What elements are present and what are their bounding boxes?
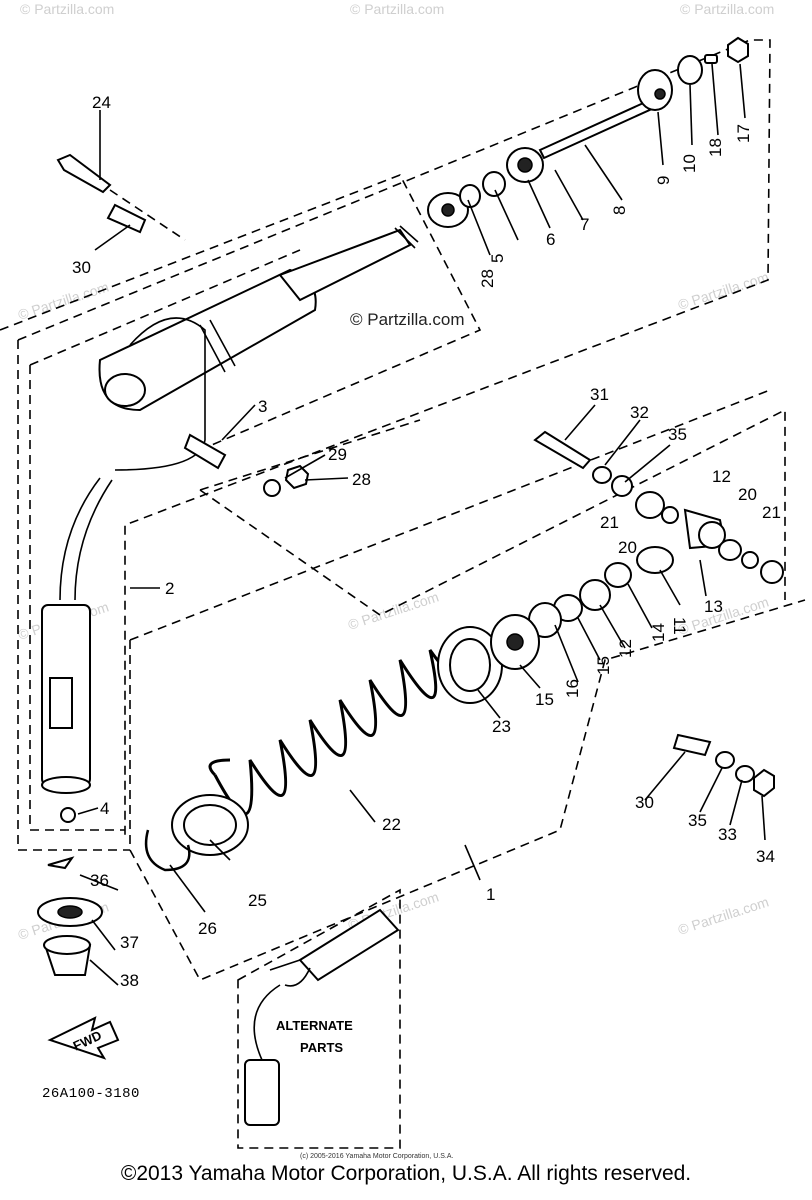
callout-18: 17 bbox=[734, 124, 753, 143]
leader-lines bbox=[77, 63, 766, 986]
callout-11: 11 bbox=[670, 617, 689, 635]
callout-25: 26 bbox=[198, 919, 217, 938]
watermark: © Partzilla.com bbox=[676, 593, 771, 637]
callout-29: 29 bbox=[328, 445, 347, 464]
callout-4: 4 bbox=[100, 799, 109, 818]
callout-24: 25 bbox=[248, 891, 267, 910]
footer-copyright: ©2013 Yamaha Motor Corporation, U.S.A. A… bbox=[120, 1162, 692, 1185]
callout-16: 15 bbox=[535, 690, 554, 709]
callout-5: 5 bbox=[488, 254, 507, 263]
watermark: © Partzilla.com bbox=[16, 278, 111, 322]
callout-20-right: 20 bbox=[738, 485, 757, 504]
callout-7: 7 bbox=[580, 215, 589, 234]
callout-13: 12 bbox=[616, 639, 635, 658]
small-copyright: (c) 2005-2016 Yamaha Motor Corporation, … bbox=[300, 1153, 453, 1160]
callout-37: 37 bbox=[120, 933, 139, 952]
callout-12: 12 bbox=[712, 467, 731, 486]
callout-21-left: 21 bbox=[600, 513, 619, 532]
callout-17: 16 bbox=[563, 679, 582, 698]
callout-23: 23 bbox=[492, 717, 511, 736]
assembly-outlines bbox=[0, 39, 806, 1149]
shock-absorber-body bbox=[41, 225, 419, 823]
spring-assembly bbox=[144, 626, 503, 872]
callout-36: 36 bbox=[90, 871, 109, 890]
callout-9: 9 bbox=[654, 176, 673, 185]
callout-8: 8 bbox=[610, 206, 629, 215]
callout-22: 22 bbox=[382, 815, 401, 834]
callout-34: 34 bbox=[756, 847, 775, 866]
upper-hardware bbox=[427, 36, 749, 228]
callout-28-lower: 28 bbox=[352, 470, 371, 489]
callout-35-upper: 35 bbox=[668, 425, 687, 444]
watermark: © Partzilla.com bbox=[346, 588, 441, 632]
callout-15-right: 14 bbox=[649, 623, 668, 642]
callout-19: 18 bbox=[706, 138, 725, 157]
callout-2: 2 bbox=[165, 579, 174, 598]
alternate-parts-sketch: ALTERNATE PARTS bbox=[244, 908, 400, 1126]
watermark: © Partzilla.com bbox=[676, 268, 771, 312]
diagram-code: 26A100-3180 bbox=[42, 1086, 140, 1102]
callout-33: 33 bbox=[718, 825, 737, 844]
callout-14: 13 bbox=[704, 597, 723, 616]
callout-15-left: 15 bbox=[594, 656, 613, 675]
callout-30-right: 30 bbox=[635, 793, 654, 812]
callout-28-upper: 28 bbox=[478, 269, 497, 288]
callout-35-lower: 35 bbox=[688, 811, 707, 830]
callout-3: 3 bbox=[258, 397, 267, 416]
callout-30-left: 30 bbox=[72, 258, 91, 277]
callout-6: 6 bbox=[546, 230, 555, 249]
watermark: © Partzilla.com bbox=[680, 1, 774, 17]
callout-38: 38 bbox=[120, 971, 139, 990]
callout-32: 32 bbox=[630, 403, 649, 422]
callout-10: 10 bbox=[680, 154, 699, 173]
alternate-label-line1: ALTERNATE bbox=[276, 1018, 353, 1033]
callout-numbers: 24 30 3 29 28 2 4 31 32 35 12 20 21 21 2… bbox=[72, 93, 781, 990]
watermark: © Partzilla.com bbox=[20, 1, 114, 17]
callout-21-right: 21 bbox=[762, 503, 781, 522]
callout-31: 31 bbox=[590, 385, 609, 404]
fwd-arrow: FWD bbox=[47, 1016, 120, 1060]
left-hardware bbox=[37, 153, 310, 976]
watermark-center: © Partzilla.com bbox=[350, 310, 465, 329]
callout-1: 1 bbox=[486, 885, 495, 904]
callout-27: 24 bbox=[92, 93, 111, 112]
callout-20-left: 20 bbox=[618, 538, 637, 557]
watermark: © Partzilla.com bbox=[350, 1, 444, 17]
alternate-label-line2: PARTS bbox=[300, 1040, 343, 1055]
watermark: © Partzilla.com bbox=[676, 893, 771, 937]
right-hardware bbox=[490, 430, 784, 798]
